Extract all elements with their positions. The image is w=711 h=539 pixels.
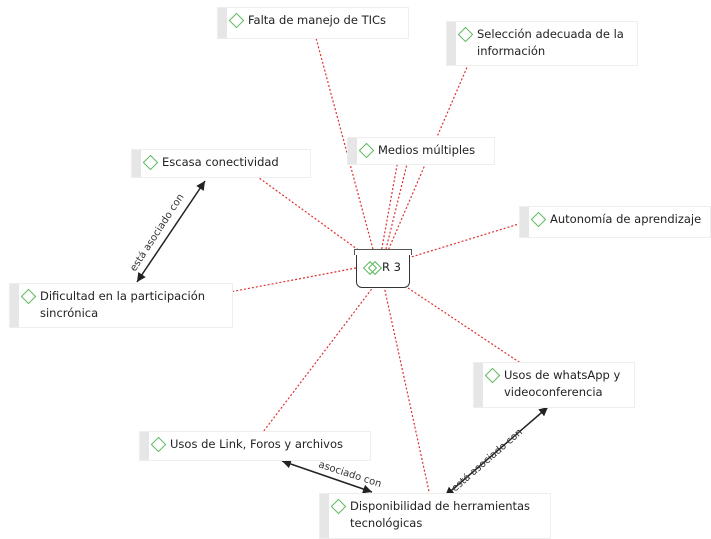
link-falta-manejo (315, 37, 375, 254)
node-label: Usos de Link, Foros y archivos (170, 437, 344, 451)
relation-arrow-2 (444, 406, 549, 497)
link-usos-whatsapp (407, 287, 523, 365)
node-falta-manejo[interactable]: Falta de manejo de TICs (218, 8, 408, 38)
concept-icon (484, 367, 501, 384)
relation-label-2: está asociado con (449, 426, 525, 494)
concept-icon (228, 12, 245, 29)
node-label: Selección adecuada de la información (477, 27, 624, 58)
link-dificultad (229, 267, 357, 293)
relation-label-1: está asociado con (127, 192, 186, 274)
relation-label-3: asociado con (317, 459, 383, 490)
node-medios[interactable]: Medios múltiples (348, 138, 494, 164)
concept-icon (150, 436, 167, 453)
center-node-tab (354, 249, 412, 255)
concept-icon (358, 142, 375, 159)
node-autonomia[interactable]: Autonomía de aprendizaje (520, 207, 710, 237)
node-usos-whatsapp[interactable]: Usos de whatsApp y videoconferencia (474, 363, 634, 407)
concept-icon (457, 26, 474, 43)
concept-icon (330, 498, 347, 515)
node-label: Dificultad en la participación sincrónic… (40, 289, 206, 320)
link-autonomia (407, 222, 523, 259)
concept-icon (20, 288, 37, 305)
link-medios (380, 159, 399, 254)
node-label: Medios múltiples (378, 143, 476, 157)
node-seleccion[interactable]: Selección adecuada de la información (447, 22, 637, 65)
concept-icon (142, 154, 159, 171)
node-label: Autonomía de aprendizaje (550, 212, 702, 226)
node-usos-link[interactable]: Usos de Link, Foros y archivos (140, 432, 370, 460)
center-node[interactable]: R 3 (354, 249, 412, 288)
relation-arrow-3 (281, 459, 373, 494)
link-disponibilidad (383, 285, 431, 497)
relation-arrow-1 (136, 180, 206, 283)
link-escasa (254, 174, 369, 258)
node-escasa[interactable]: Escasa conectividad (132, 150, 310, 177)
concept-icon (530, 211, 547, 228)
node-disponibilidad[interactable]: Disponibilidad de herramientas tecnológi… (320, 494, 550, 538)
link-medios-2 (384, 159, 409, 254)
node-label: Falta de manejo de TICs (248, 13, 387, 27)
link-usos-link (259, 285, 375, 437)
node-label: Escasa conectividad (162, 155, 279, 169)
node-label: Usos de whatsApp y videoconferencia (504, 368, 621, 399)
center-label: R 3 (382, 260, 401, 274)
node-label: Disponibilidad de herramientas tecnológi… (350, 499, 531, 530)
node-dificultad[interactable]: Dificultad en la participación sincrónic… (10, 284, 232, 327)
